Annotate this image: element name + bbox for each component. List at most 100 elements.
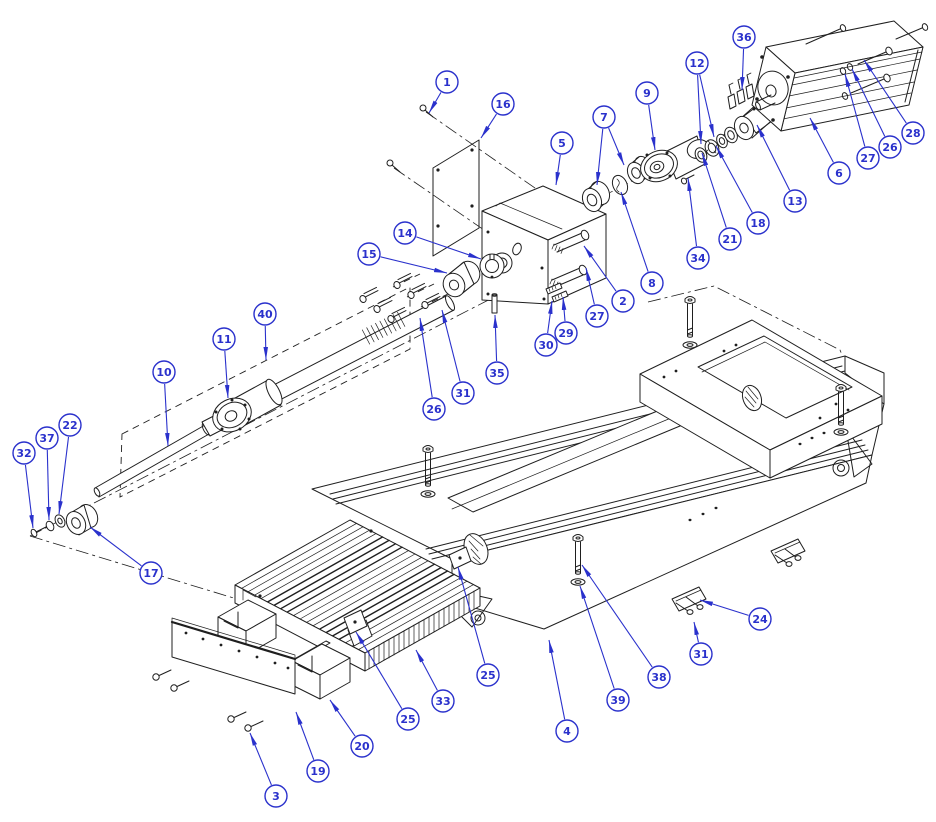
balloon-circle xyxy=(746,211,770,235)
leader-arrow xyxy=(457,566,486,664)
balloon-number: 20 xyxy=(354,740,370,753)
part-balloon-2-16: 2 xyxy=(583,245,635,313)
balloon-number: 24 xyxy=(752,613,768,626)
balloon-circle xyxy=(212,327,236,351)
leader-arrow xyxy=(441,309,461,382)
leader-arrow xyxy=(701,152,727,228)
part-balloon-28-10: 28 xyxy=(863,59,925,145)
balloon-circle xyxy=(592,105,616,129)
part-balloon-14-20: 14 xyxy=(393,221,482,260)
part-balloon-20-34: 20 xyxy=(329,699,374,758)
screw-cluster-parts xyxy=(359,272,449,323)
leader-arrow xyxy=(608,127,625,166)
balloon-circle xyxy=(253,302,277,326)
part-balloon-29-18: 29 xyxy=(554,296,578,345)
balloon-number: 28 xyxy=(905,127,920,140)
balloon-circle xyxy=(350,734,374,758)
balloon-number: 5 xyxy=(558,137,566,150)
balloon-circle xyxy=(555,719,579,743)
leader-arrow xyxy=(863,59,907,124)
balloon-number: 9 xyxy=(643,87,651,100)
ghost-box-screw-assembly xyxy=(119,286,411,498)
part-balloon-36-6: 36 xyxy=(732,25,756,91)
balloon-circle xyxy=(856,146,880,170)
leader-arrow xyxy=(699,599,749,616)
balloon-number: 10 xyxy=(156,366,172,379)
balloon-number: 26 xyxy=(426,403,442,416)
balloon-number: 34 xyxy=(690,252,706,265)
balloon-number: 4 xyxy=(563,725,571,738)
balloon-circle xyxy=(827,161,851,185)
balloon-number: 15 xyxy=(361,248,376,261)
leader-arrow xyxy=(355,631,403,709)
bearing-block-part xyxy=(481,185,607,305)
leader-arrow xyxy=(329,699,356,737)
leader-arrow xyxy=(249,732,272,786)
balloon-number: 21 xyxy=(722,233,737,246)
plate-screws xyxy=(386,104,434,173)
balloon-circle xyxy=(606,688,630,712)
leader-arrow xyxy=(164,383,170,447)
balloon-circle xyxy=(686,246,710,270)
bellows-front-ribs xyxy=(368,590,475,670)
leader-arrow xyxy=(756,124,791,191)
part-balloon-19-32: 19 xyxy=(295,711,330,783)
part-balloon-7-3: 7 xyxy=(592,105,625,186)
balloon-circle xyxy=(550,131,574,155)
balloon-number: 26 xyxy=(882,141,898,154)
balloon-circle xyxy=(152,360,176,384)
balloon-circle xyxy=(534,333,558,357)
part-balloon-35-22: 35 xyxy=(485,314,509,385)
leader-arrow xyxy=(419,317,433,398)
balloon-number: 3 xyxy=(272,790,280,803)
stepper-motor-part xyxy=(751,20,924,132)
balloon-number: 18 xyxy=(750,217,765,230)
leader-arrow xyxy=(844,73,866,147)
leader-arrow xyxy=(89,526,142,567)
balloon-circle xyxy=(485,361,509,385)
leader-arrow xyxy=(809,117,834,163)
leader-arrow xyxy=(585,267,595,305)
part-balloon-27-17: 27 xyxy=(585,267,609,328)
leader-arrow xyxy=(555,154,561,186)
leader-arrow xyxy=(699,74,715,138)
balloon-circle xyxy=(611,289,635,313)
part-balloon-17-31: 17 xyxy=(89,526,163,585)
leader-arrow xyxy=(428,92,442,114)
leader-arrow xyxy=(648,104,656,151)
part-balloon-38-40: 38 xyxy=(581,564,671,689)
balloon-number: 2 xyxy=(619,295,627,308)
balloon-number: 14 xyxy=(397,227,413,240)
end-plate-part xyxy=(170,617,297,695)
part-balloon-8-15: 8 xyxy=(620,191,664,295)
part-balloon-11-26: 11 xyxy=(212,327,236,399)
leader-arrow xyxy=(740,48,745,91)
part-balloon-34-14: 34 xyxy=(686,177,710,270)
balloon-number: 31 xyxy=(693,648,708,661)
part-balloon-24-42: 24 xyxy=(699,599,772,631)
balloon-circle xyxy=(491,92,515,116)
part-balloon-3-33: 3 xyxy=(249,732,288,808)
part-balloon-31-23: 31 xyxy=(441,309,475,405)
balloon-circle xyxy=(139,561,163,585)
balloon-circle xyxy=(685,51,709,75)
balloon-circle xyxy=(264,784,288,808)
block-bolt-parts xyxy=(545,229,590,303)
callout-balloons: 1165791236627262813182134822729301415353… xyxy=(12,25,925,808)
part-balloon-10-25: 10 xyxy=(152,360,176,447)
balloon-number: 39 xyxy=(610,694,625,707)
balloon-circle xyxy=(393,221,417,245)
balloon-number: 40 xyxy=(257,308,273,321)
leader-arrow xyxy=(380,256,448,274)
shaft-collar-part xyxy=(479,253,505,279)
part-balloon-40-27: 40 xyxy=(253,302,277,361)
base-bolt-parts xyxy=(420,296,849,586)
cable-clamp-parts xyxy=(671,538,806,615)
coupling-part xyxy=(442,260,481,298)
balloon-circle xyxy=(12,441,36,465)
balloon-number: 32 xyxy=(16,447,31,460)
part-balloon-15-21: 15 xyxy=(357,242,448,274)
balloon-circle xyxy=(431,689,455,713)
part-balloon-26-24: 26 xyxy=(419,317,446,421)
